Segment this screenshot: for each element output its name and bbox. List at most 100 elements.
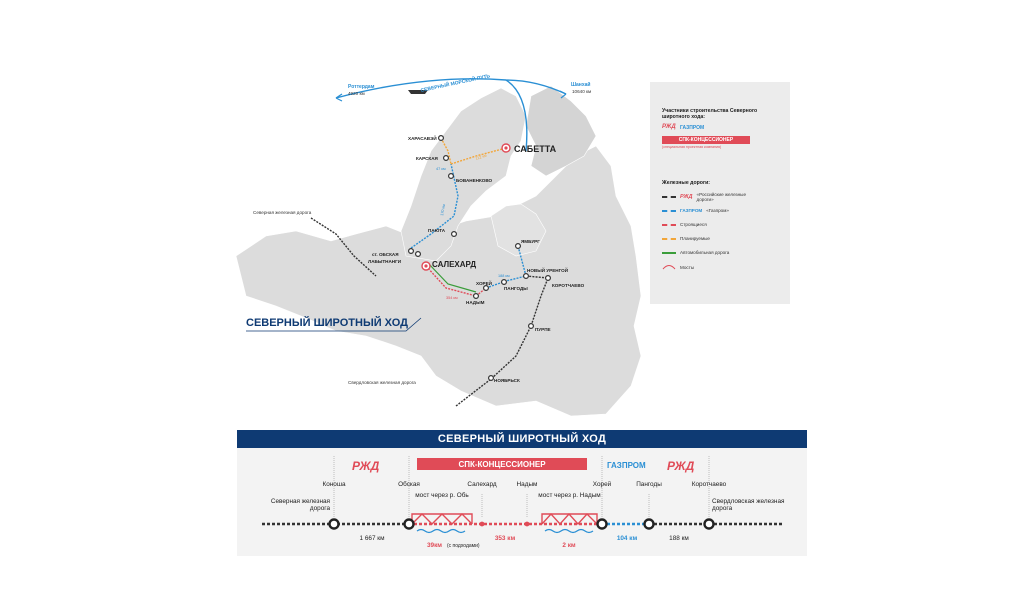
dist-188-map: 188 км (498, 274, 510, 278)
label-khorey: ХОРЕЙ (476, 279, 492, 286)
label-salekhard: САЛЕХАРД (432, 260, 476, 269)
schema-bridge-nadym-wrap: мост через р. Надым (538, 492, 601, 499)
legend-gazprom-line (662, 209, 676, 212)
legend-item-bridge: Мосты (662, 264, 694, 270)
schema-sverdlovsk-wrap: Свердловская железная дорога (712, 498, 785, 512)
map-title: СЕВЕРНЫЙ ШИРОТНЫЙ ХОД (246, 316, 408, 329)
legend-item-rzd: РЖД «Российские железные дороги» (662, 192, 757, 202)
legend-spk-badge: СПК-КОНЦЕССИОНЕР (662, 136, 750, 144)
label-payuta: ПАЮТА (428, 228, 446, 233)
yamal-map: СЕВЕРНЫЙ МОРСКОЙ ПУТЬ Роттердам Шанхай 4… (236, 71, 642, 417)
schema-pointers (333, 456, 710, 518)
schema-stations (328, 518, 715, 530)
schema-salekhard-dot (479, 521, 485, 527)
legend-planned-line (662, 237, 676, 240)
sea-route-east-arrow (559, 90, 567, 99)
sea-route-west-arrow (335, 93, 343, 102)
land-yamal (400, 87, 527, 262)
schema-label-pangody: Пангоды (636, 481, 662, 488)
planned-bovanenkovo-sabetta (450, 147, 507, 165)
label-karskaya: КАРСКАЯ (416, 156, 438, 161)
legend-gazprom-mark: ГАЗПРОМ (680, 208, 703, 213)
schema-gazprom-logo: ГАЗПРОМ (607, 461, 646, 470)
legend-rzd-label: «Российские железные дороги» (696, 192, 747, 202)
legend-spk-subtitle: (специальная проектная компания) (662, 145, 722, 149)
land-gydan (525, 85, 597, 177)
schema-spk-bar (417, 458, 587, 470)
sverdlovsk-railway-label: Свердловская железная дорога (348, 380, 416, 385)
schema-dist-39-note: (с подходами) (447, 543, 480, 549)
label-noyabrsk: НОЯБРЬСК (494, 378, 520, 383)
bridge-icon (662, 265, 676, 270)
sabetta-marker-dot (504, 146, 508, 150)
rotterdam-distance: 4920 км (348, 91, 365, 96)
label-labytnangi: ЛАБЫТНАНГИ (368, 259, 401, 264)
land-tazovsky (490, 203, 547, 257)
legend-item-planned: Планируемые (662, 236, 710, 241)
ship-icon (408, 90, 428, 94)
urengoy-korotchaevo-line (525, 275, 549, 279)
schema-label-sverdlovsk: Свердловская железная дорога (712, 498, 785, 512)
legend-building-line (662, 223, 676, 226)
legend-item-building: Строящиеся (662, 222, 707, 227)
label-yamburg: ЯМБУРГ (521, 239, 540, 244)
shanghai-label: Шанхай (571, 81, 590, 88)
label-sabetta: САБЕТТА (514, 144, 557, 154)
schema-bridge-ob-wrap: мост через р. Обь (415, 492, 468, 499)
legend-participants-title: Участники строительства Северного широтн… (662, 108, 758, 120)
legend-panel: Участники строительства Северного широтн… (650, 82, 790, 304)
north-railway-label: Северная железная дорога (253, 210, 312, 215)
schema-label-korotchaevo: Коротчаево (692, 481, 727, 488)
dist-47: 47 км (436, 167, 446, 171)
schema-dist-1667: 1 667 км (360, 535, 385, 542)
legend-rzd-logo: РЖД (662, 124, 676, 130)
sea-route-label: СЕВЕРНЫЙ МОРСКОЙ ПУТЬ (420, 71, 491, 94)
legend-rzd-mark: РЖД (680, 194, 693, 200)
schema-nadym-dot (524, 521, 530, 527)
shanghai-distance: 10640 км (572, 89, 591, 94)
schema-label-obskaya: Обская (398, 480, 420, 488)
schema-rzd-logo-right: РЖД (667, 459, 695, 473)
label-pangody: ПАНГОДЫ (504, 286, 528, 291)
schema-bridge-nadym (541, 512, 598, 526)
schema-label-bridge-nadym: мост через р. Надым (538, 492, 601, 499)
legend-rzd-line (662, 196, 676, 198)
label-new-urengoy: НОВЫЙ УРЕНГОЙ (527, 266, 568, 273)
building-salekhard-nadym (425, 265, 487, 297)
river-ob-waves (416, 528, 466, 534)
legend-bridge-label: Мосты (680, 264, 695, 270)
salekhard-marker-dot (424, 264, 428, 268)
schema-label-nadym: Надым (517, 481, 538, 488)
dist-112: 112 км (475, 154, 487, 161)
sverdlovsk-railway-line (455, 277, 549, 407)
rotterdam-label: Роттердам (348, 84, 375, 90)
schema-label-konosha: Коноша (322, 481, 345, 488)
planned-kharasavey (440, 137, 452, 165)
schema-label-salekhard: Салехард (467, 481, 496, 488)
schema-dist-188: 188 км (669, 535, 689, 542)
legend-building-label: Строящиеся (680, 222, 707, 227)
schema-rzd-logo-left: РЖД (352, 459, 380, 473)
label-kharasavey: ХАРАСАВЭЙ (408, 134, 437, 141)
gazprom-urengoy-yamburg (517, 245, 527, 277)
schema-dist-39: 39км (427, 542, 442, 549)
schema-dist-104: 104 км (617, 535, 638, 542)
schema-spk-label: СПК-КОНЦЕССИОНЕР (458, 460, 546, 469)
dist-354: 354 км (446, 296, 458, 300)
road-salekhard-nadym (427, 262, 477, 293)
legend-rail-title: Железные дороги: (662, 180, 711, 186)
map-title-underline (246, 317, 422, 332)
label-obskaya: ст. ОБСКАЯ (372, 252, 399, 257)
sea-route-south-branch (505, 79, 528, 152)
river-nadym-waves (544, 528, 594, 534)
schema-bridge-ob (411, 513, 473, 525)
gazprom-obskaya-bovanenkovo (410, 163, 459, 249)
label-purpe: ПУРПЕ (535, 327, 551, 332)
legend-gazprom-label: «Газпром» (706, 208, 729, 213)
schema-north-rail-wrap: Северная железная дорога (271, 498, 330, 512)
label-korotchaevo: КОРОТЧАЕВО (552, 283, 585, 288)
schema-dist-353: 353 км (495, 535, 516, 542)
schema-banner: СЕВЕРНЫЙ ШИРОТНЫЙ ХОД (237, 430, 807, 448)
legend-gazprom-logo: ГАЗПРОМ (680, 125, 705, 131)
schema-dist-2: 2 км (562, 542, 576, 549)
